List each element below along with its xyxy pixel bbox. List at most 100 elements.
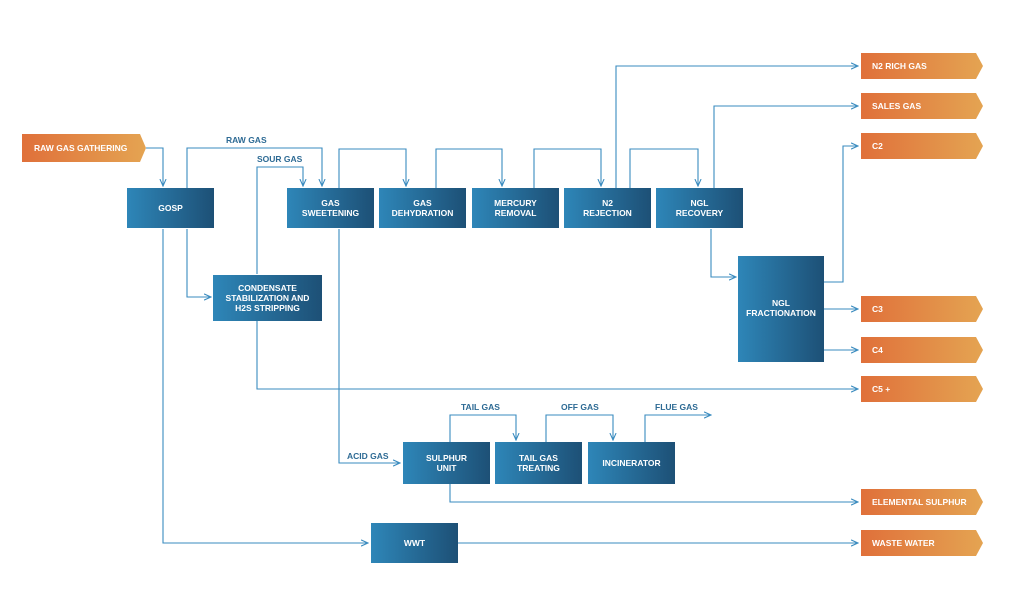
output-label: C4 [872,345,883,355]
line-c5-plus [256,321,858,389]
unit-label-line1: GAS [413,198,432,208]
output-waste-water: WASTE WATER [861,530,983,556]
line-sweetening-to-dehydration [338,148,406,188]
flue-gas-label: FLUE GAS [655,402,698,412]
raw-gas-gathering-label: RAW GAS GATHERING [34,143,128,153]
unit-label: WWT [404,538,426,548]
unit-box [656,188,743,228]
tail-gas-label: TAIL GAS [461,402,500,412]
output-sales-gas: SALES GAS [861,93,983,119]
unit-box [403,442,490,484]
output-label: SALES GAS [872,101,921,111]
line-gosp-to-condensate [186,229,211,297]
output-arrow-shape [861,376,983,402]
process-units: GOSP GAS SWEETENING GAS DEHYDRATION MERC… [127,188,824,563]
unit-box [371,523,458,563]
unit-label-line1: MERCURY [494,198,537,208]
line-gosp-to-wwt [162,229,368,543]
raw-gas-label: RAW GAS [226,135,267,145]
unit-label-line3: H2S STRIPPING [235,303,300,313]
unit-wwt: WWT [371,523,458,563]
output-arrow-shape [861,133,983,159]
unit-sulphur: SULPHUR UNIT [403,442,490,484]
output-label: N2 RICH GAS [872,61,927,71]
unit-mercury-removal: MERCURY REMOVAL [472,188,559,228]
output-arrow-shape [861,93,983,119]
input-raw-gas-gathering: RAW GAS GATHERING [22,134,146,162]
unit-box [472,188,559,228]
line-acid-gas [338,229,400,463]
unit-label-line2: FRACTIONATION [746,308,816,318]
unit-label-line2: RECOVERY [676,208,724,218]
unit-box [287,188,374,228]
unit-label: GOSP [158,203,183,213]
output-arrow-shape [861,296,983,322]
output-n2-rich-gas: N2 RICH GAS [861,53,983,79]
acid-gas-label: ACID GAS [347,451,389,461]
line-mercury-to-n2 [533,148,601,188]
unit-label-line1: SULPHUR [426,453,467,463]
output-arrow-shape [861,530,983,556]
unit-condensate-stabilization: CONDENSATE STABILIZATION AND H2S STRIPPI… [213,275,322,321]
unit-box [495,442,582,484]
output-elemental-sulphur: ELEMENTAL SULPHUR [861,489,983,515]
unit-box [738,256,824,362]
flow-lines [146,66,858,543]
unit-box [588,442,675,484]
line-flue-gas [644,415,711,442]
output-arrow-shape [861,53,983,79]
output-label: ELEMENTAL SULPHUR [872,497,967,507]
line-elemental-sulphur [449,484,858,502]
unit-gas-dehydration: GAS DEHYDRATION [379,188,466,228]
line-n2-rich-gas [615,66,858,188]
line-dehydration-to-mercury [435,148,502,188]
output-c4: C4 [861,337,983,363]
unit-box [127,188,214,228]
unit-label-line1: NGL [691,198,709,208]
unit-gas-sweetening: GAS SWEETENING [287,188,374,228]
unit-incinerator: INCINERATOR [588,442,675,484]
unit-box [564,188,651,228]
outputs: N2 RICH GAS SALES GAS C2 C3 C4 C5 + ELEM… [861,53,983,556]
output-label: C3 [872,304,883,314]
unit-box [379,188,466,228]
unit-label: INCINERATOR [602,458,660,468]
line-tail-gas [449,414,516,442]
line-c2 [824,146,858,283]
line-sales-gas [713,106,858,188]
unit-label-line2: STABILIZATION AND [226,293,310,303]
output-c3: C3 [861,296,983,322]
unit-label-line2: UNIT [437,463,458,473]
line-sour-gas [256,166,303,274]
unit-n2-rejection: N2 REJECTION [564,188,651,228]
line-off-gas [545,414,613,442]
unit-label-line1: TAIL GAS [519,453,558,463]
unit-label-line1: N2 [602,198,613,208]
output-label: C2 [872,141,883,151]
unit-label-line2: REMOVAL [495,208,537,218]
output-label: WASTE WATER [872,538,935,548]
output-label: C5 + [872,384,890,394]
unit-label-line2: DEHYDRATION [392,208,454,218]
unit-box [213,275,322,321]
input-arrow-shape [22,134,146,162]
stream-labels: RAW GAS SOUR GAS ACID GAS TAIL GAS OFF G… [226,135,698,461]
line-raw-gas-to-gosp [146,147,163,186]
unit-gosp: GOSP [127,188,214,228]
unit-label-line1: GAS [321,198,340,208]
output-arrow-shape [861,489,983,515]
unit-label-line2: SWEETENING [302,208,360,218]
unit-label-line2: TREATING [517,463,560,473]
line-raw-gas [186,147,322,188]
sour-gas-label: SOUR GAS [257,154,303,164]
unit-label-line1: CONDENSATE [238,283,297,293]
line-n2-to-ngl-recovery [629,148,698,188]
unit-ngl-fractionation: NGL FRACTIONATION [738,256,824,362]
line-ngl-recovery-to-fractionation [710,229,736,277]
unit-label-line2: REJECTION [583,208,632,218]
unit-label-line1: NGL [772,298,790,308]
output-arrow-shape [861,337,983,363]
unit-tail-gas-treating: TAIL GAS TREATING [495,442,582,484]
off-gas-label: OFF GAS [561,402,599,412]
